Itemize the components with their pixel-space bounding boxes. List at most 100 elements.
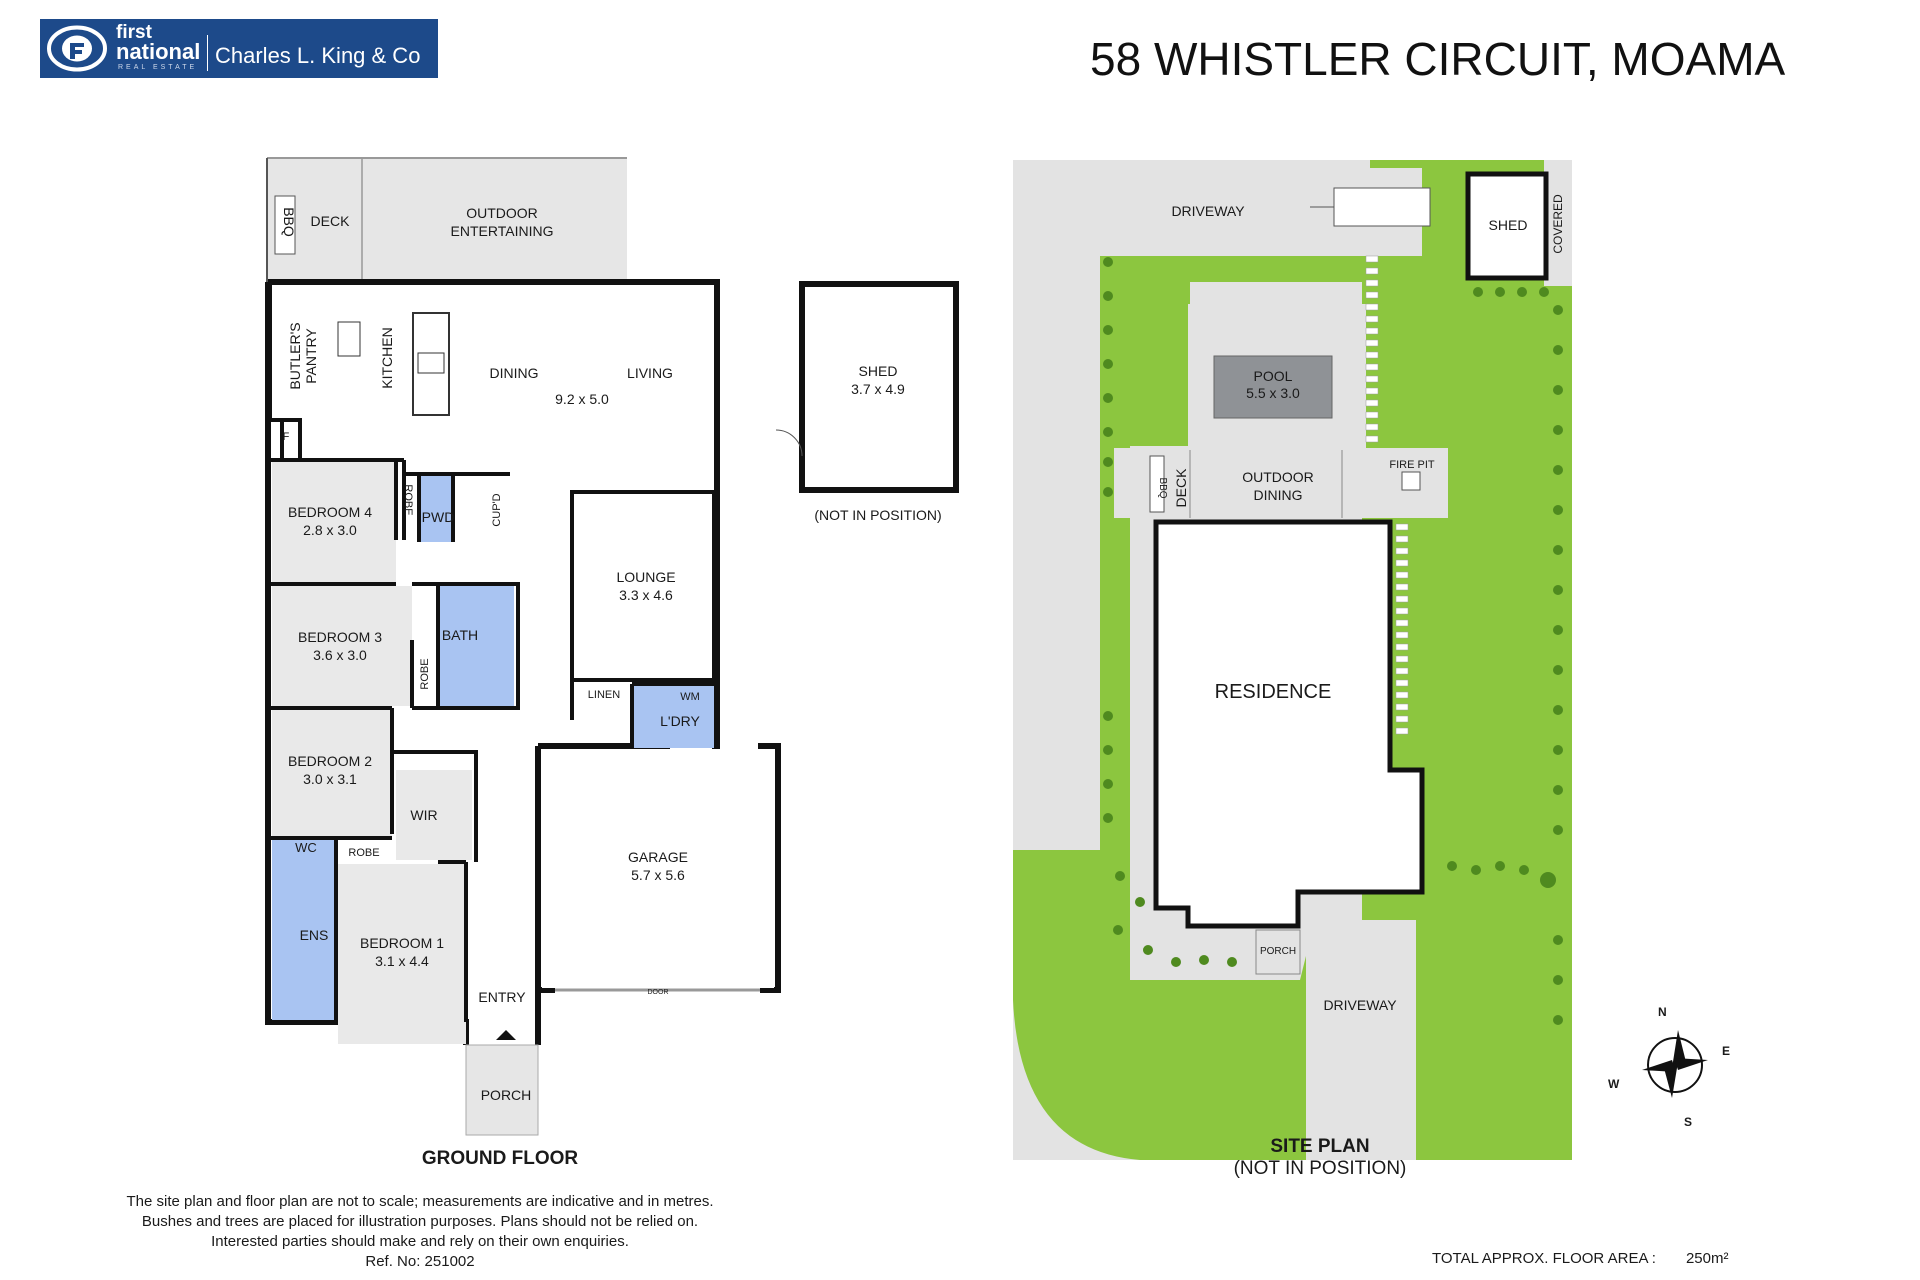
label-bedroom1-size: 3.1 x 4.4 [375,953,429,969]
compass-w: W [1608,1077,1620,1091]
ensuite-fill [272,840,334,1020]
label-garage-door: DOOR [648,989,669,996]
label-wir: WIR [410,807,437,823]
label-living: LIVING [627,365,673,381]
label-kitchen: KITCHEN [379,327,395,388]
label-bbq: BBQ [281,207,297,237]
label-outdoor-entertaining-1: OUTDOOR [466,205,538,221]
label-site-covered: COVERED [1551,194,1565,254]
label-living-size: 9.2 x 5.0 [555,391,609,407]
total-floor-area-value: 250m² [1685,1250,1729,1267]
outdoor-entertaining-area [267,158,627,282]
logo-word-first: first [116,22,152,43]
label-robe-4: ROBE [402,484,414,515]
label-ensuite: ENS [300,927,329,943]
label-residence: RESIDENCE [1215,681,1332,703]
disclaimer-line: The site plan and floor plan are not to … [126,1193,714,1210]
label-butlers-pantry-1: BUTLER'S [287,322,303,389]
reference-number: Ref. No: 251002 [365,1253,475,1270]
kitchen-sink-icon [417,352,445,374]
label-bedroom1: BEDROOM 1 [360,935,444,951]
label-wc: WC [295,840,317,855]
brand-logo: first national REAL ESTATE Charles L. Ki… [40,19,438,78]
compass-rose-icon: N E S W [1608,1005,1730,1129]
shrubs [1103,257,1563,1025]
lawn-front-right [1412,860,1572,1160]
residence-footprint [1153,519,1425,929]
label-bedroom3: BEDROOM 3 [298,629,382,645]
label-site-pool-size: 5.5 x 3.0 [1246,385,1300,401]
logo-tagline: REAL ESTATE [118,64,198,71]
label-site-driveway-top: DRIVEWAY [1171,203,1245,219]
bath-fill [440,582,514,706]
lawn-front [1013,518,1310,1160]
site-shed [1465,171,1549,281]
bedroom1-floor [338,864,466,1044]
site-plan-title: SITE PLAN [1270,1136,1370,1157]
label-bedroom3-size: 3.6 x 3.0 [313,647,367,663]
stepping-stones [1365,255,1409,735]
fire-pit-icon [1401,471,1421,491]
label-bath: BATH [442,627,478,643]
swimming-pool [1213,355,1333,419]
label-f: F [283,431,290,443]
label-lounge: LOUNGE [616,569,675,585]
compass-e: E [1722,1044,1730,1058]
bedroom3-floor [272,586,412,706]
label-site-deck: DECK [1173,468,1189,508]
logo-divider [207,35,208,71]
shed-door-swing [775,429,803,457]
label-garage-size: 5.7 x 5.6 [631,867,685,883]
label-bedroom2-size: 3.0 x 3.1 [303,771,357,787]
wir-floor [396,770,472,860]
total-floor-area: TOTAL APPROX. FLOOR AREA : 250m² [1432,1250,1852,1267]
label-shed-size: 3.7 x 4.9 [851,381,905,397]
compass-n: N [1658,1005,1667,1019]
label-robe-2: ROBE [348,847,379,859]
ground-floor-plan: BBQ DECK OUTDOOR ENTERTAINING BUTLER'S P… [265,157,959,1136]
entry-arrow-icon [496,1030,516,1040]
lounge-floor [572,492,714,680]
cooktop-icon [337,321,361,357]
label-bedroom4-size: 2.8 x 3.0 [303,522,357,538]
site-plan-caption: SITE PLAN (NOT IN POSITION) [1180,1136,1460,1180]
laundry-fill [634,686,714,748]
label-butlers-pantry-2: PANTRY [303,328,319,384]
label-site-pool: POOL [1254,368,1293,384]
label-site-bbq: BBQ [1157,477,1168,498]
bbq-unit [274,195,296,255]
site-plan-labels: DRIVEWAY SHED COVERED POOL 5.5 x 3.0 BBQ… [1157,194,1565,1013]
ground-floor-labels: BBQ DECK OUTDOOR ENTERTAINING BUTLER'S P… [281,205,942,1103]
outdoor-dining-paving [1114,448,1448,518]
internal-walls [268,282,716,1024]
label-porch: PORCH [481,1087,532,1103]
label-entry: ENTRY [478,989,526,1005]
label-linen: LINEN [588,689,620,701]
first-national-badge-icon [47,25,107,72]
detached-shed [799,281,959,493]
total-floor-area-label: TOTAL APPROX. FLOOR AREA : [1432,1250,1656,1267]
label-shed: SHED [859,363,898,379]
pwd-fill [419,476,453,542]
label-bedroom2: BEDROOM 2 [288,753,372,769]
site-bbq [1149,455,1165,513]
bedroom2-floor [272,710,392,836]
ground-floor-caption: GROUND FLOOR [421,1148,579,1169]
label-robe-3: ROBE [419,658,431,689]
label-dining: DINING [490,365,539,381]
label-cupd: CUP'D [491,493,503,526]
disclaimer-line: Bushes and trees are placed for illustra… [141,1213,699,1230]
house-outer-walls [265,279,720,1045]
garage-walls [535,743,781,993]
disclaimer-line: Interested parties should make and rely … [211,1233,629,1250]
site-plan-note: (NOT IN POSITION) [1233,1158,1407,1179]
label-wm: WM [680,691,700,703]
front-porch [465,1044,539,1136]
agency-name: Charles L. King & Co [215,43,421,68]
compass-s: S [1684,1115,1692,1129]
label-shed-note: (NOT IN POSITION) [814,507,941,523]
label-deck: DECK [311,213,351,229]
bedroom4-floor [272,462,396,582]
label-site-shed: SHED [1489,217,1528,233]
